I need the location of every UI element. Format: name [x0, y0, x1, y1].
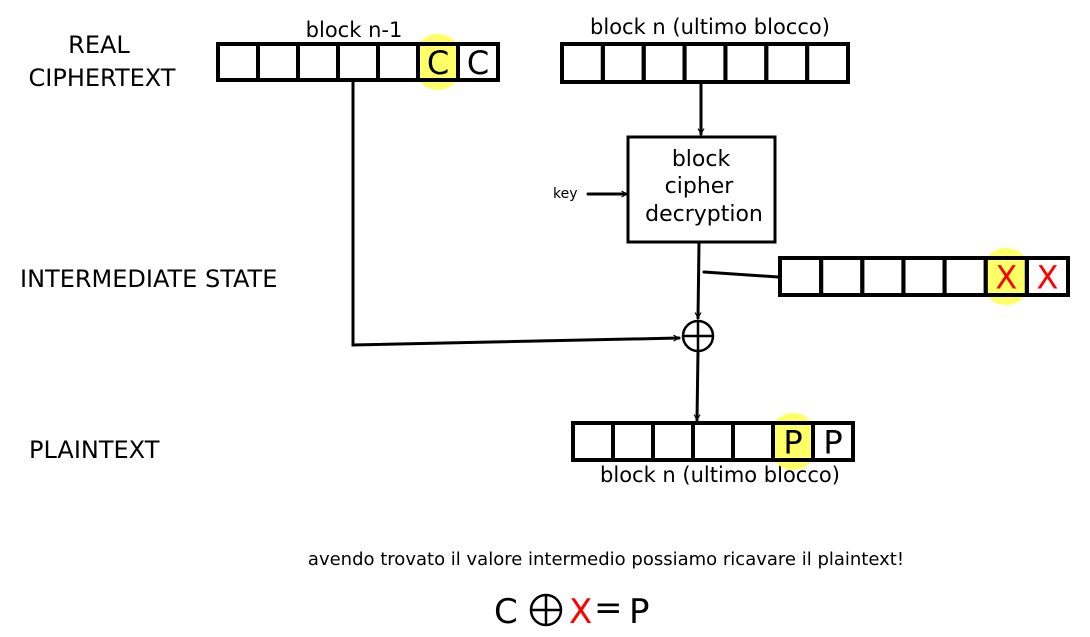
block-cell-value: C	[427, 44, 449, 82]
block-cell	[860, 256, 906, 297]
block-cell	[805, 42, 851, 84]
formula: C X = P	[494, 588, 650, 632]
decryption-box-line1: block	[672, 147, 731, 172]
block-cell-value: C	[467, 44, 489, 82]
block-cell	[819, 256, 865, 297]
block-cipher-decryption-box: block cipher decryption	[626, 135, 777, 244]
decryption-box-line3: decryption	[645, 202, 763, 227]
xor-operator-icon	[681, 319, 715, 353]
arrow-prev-block-to-xor	[351, 80, 681, 347]
block-cell	[611, 421, 655, 462]
block-cell	[336, 42, 380, 82]
label-intermediate-state: INTERMEDIATE STATE	[20, 265, 277, 293]
highlight-marker	[419, 34, 457, 90]
block-cell	[651, 421, 695, 462]
block-cell	[1024, 256, 1071, 297]
block-cell-value: P	[823, 424, 842, 462]
intermediate-link-line	[702, 270, 780, 279]
decryption-box-frame	[626, 135, 777, 244]
formula-c: C	[494, 592, 518, 632]
arrow-decrypt-to-xor	[698, 241, 699, 320]
block-cell	[778, 256, 824, 297]
block-cell	[811, 421, 855, 462]
block-cell	[216, 42, 260, 82]
explanation-note: avendo trovato il valore intermedio poss…	[308, 549, 904, 570]
block-cell	[560, 42, 605, 84]
formula-p: P	[629, 592, 650, 632]
label-real: REAL	[68, 31, 130, 59]
block-cell	[691, 421, 735, 462]
block-cell	[942, 256, 988, 297]
block-cell	[682, 42, 728, 84]
ciphertext-block-n	[560, 42, 851, 84]
formula-equals: =	[594, 588, 623, 628]
block-cell	[571, 421, 615, 462]
highlight-marker	[774, 413, 812, 470]
block-cell	[376, 42, 420, 82]
arrow-xor-to-plaintext	[697, 350, 698, 422]
block-cell	[456, 42, 500, 82]
block-cell	[600, 42, 646, 84]
block-cell	[296, 42, 340, 82]
formula-x: X	[569, 592, 592, 632]
block-n-title: block n (ultimo blocco)	[590, 15, 830, 39]
block-n-1-title: block n-1	[306, 18, 403, 42]
block-cell	[764, 42, 810, 84]
block-cell	[641, 42, 687, 84]
block-cell-value: X	[995, 259, 1017, 297]
label-plaintext: PLAINTEXT	[29, 436, 160, 464]
block-cell	[901, 256, 947, 297]
block-cell	[731, 421, 775, 462]
key-label: key	[553, 186, 578, 202]
block-cell	[256, 42, 300, 82]
formula-xor-icon	[529, 593, 563, 627]
block-cell-value: P	[783, 424, 802, 462]
block-cell-value: X	[1036, 259, 1058, 297]
decryption-box-line2: cipher	[665, 174, 735, 199]
label-ciphertext: CIPHERTEXT	[29, 64, 176, 92]
block-cell	[723, 42, 769, 84]
highlight-marker	[986, 248, 1026, 305]
